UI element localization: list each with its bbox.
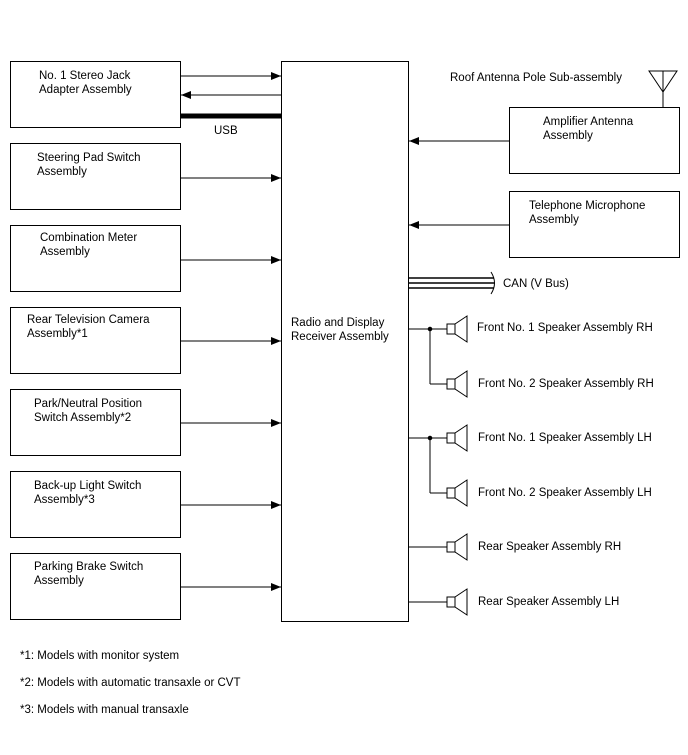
speaker-icon (446, 424, 468, 452)
speaker-icon (446, 588, 468, 616)
amplifier-antenna-box: Amplifier Antenna Assembly (509, 107, 680, 174)
radio-display-receiver-label: Radio and Display Receiver Assembly (291, 317, 389, 343)
rear-tv-camera-box: Rear Television Camera Assembly*1 (10, 307, 181, 374)
telephone-mic-box: Telephone Microphone Assembly (509, 191, 680, 258)
amplifier-antenna-label: Amplifier Antenna Assembly (543, 116, 634, 142)
speaker-label-rear-rh: Rear Speaker Assembly RH (478, 541, 622, 553)
footnote-1: *1: Models with monitor system (20, 650, 180, 662)
roof-antenna-label: Roof Antenna Pole Sub-assembly (450, 72, 622, 84)
speaker-wiring (409, 326, 447, 603)
stereo-jack-label: No. 1 Stereo Jack Adapter Assembly (39, 70, 132, 96)
combination-meter-box: Combination Meter Assembly (10, 225, 181, 292)
footnote-3: *3: Models with manual transaxle (20, 704, 189, 716)
radio-display-receiver-box: Radio and Display Receiver Assembly (281, 61, 409, 622)
antenna-icon (648, 70, 678, 108)
speaker-label-front1-rh: Front No. 1 Speaker Assembly RH (477, 322, 653, 334)
steering-pad-box: Steering Pad Switch Assembly (10, 143, 181, 210)
stereo-jack-box: No. 1 Stereo Jack Adapter Assembly (10, 61, 181, 128)
speaker-icon (446, 315, 468, 343)
can-bus-lines (409, 271, 495, 295)
speaker-icon (446, 370, 468, 398)
parking-brake-label: Parking Brake Switch Assembly (34, 561, 144, 587)
speaker-label-front2-lh: Front No. 2 Speaker Assembly LH (478, 487, 652, 499)
parking-brake-box: Parking Brake Switch Assembly (10, 553, 181, 620)
rear-tv-camera-label: Rear Television Camera Assembly*1 (27, 314, 150, 340)
telephone-mic-label: Telephone Microphone Assembly (529, 200, 646, 226)
speaker-label-front1-lh: Front No. 1 Speaker Assembly LH (478, 432, 652, 444)
usb-label: USB (214, 125, 238, 137)
backup-light-box: Back-up Light Switch Assembly*3 (10, 471, 181, 538)
can-bus-label: CAN (V Bus) (503, 278, 569, 290)
speaker-icon (446, 479, 468, 507)
park-neutral-box: Park/Neutral Position Switch Assembly*2 (10, 389, 181, 456)
speaker-label-front2-rh: Front No. 2 Speaker Assembly RH (478, 378, 654, 390)
steering-pad-label: Steering Pad Switch Assembly (37, 152, 141, 178)
park-neutral-label: Park/Neutral Position Switch Assembly*2 (34, 398, 143, 424)
speaker-icon (446, 533, 468, 561)
combination-meter-label: Combination Meter Assembly (40, 232, 138, 258)
speaker-label-rear-lh: Rear Speaker Assembly LH (478, 596, 620, 608)
footnote-2: *2: Models with automatic transaxle or C… (20, 677, 241, 689)
backup-light-label: Back-up Light Switch Assembly*3 (34, 480, 142, 506)
